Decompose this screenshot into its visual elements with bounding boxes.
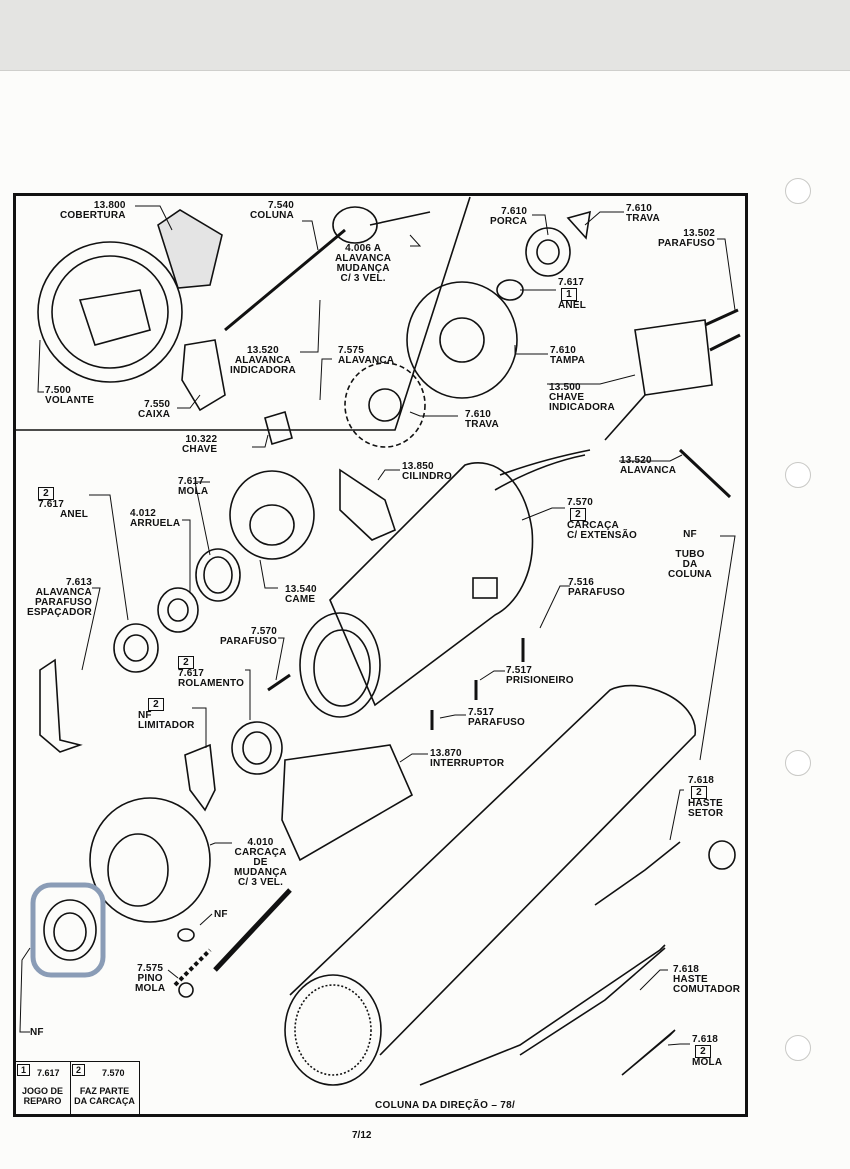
diagram-title: COLUNA DA DIREÇÃO – 78/	[375, 1100, 516, 1111]
steering-wheel-shape	[37, 241, 183, 383]
diagram-frame	[13, 193, 748, 1117]
binder-hole	[785, 462, 811, 488]
page-top-edge	[0, 0, 850, 71]
part-label-nf-bottom: NF	[30, 1027, 44, 1038]
legend-number: 1	[17, 1064, 30, 1076]
legend-code: 7.570	[102, 1068, 125, 1078]
inset-divider	[16, 196, 471, 431]
cover-shape	[157, 209, 223, 289]
page-number: 7/12	[352, 1130, 372, 1141]
legend-code: 7.617	[37, 1068, 60, 1078]
part-label-nf-small: NF	[214, 909, 228, 920]
binder-hole	[785, 178, 811, 204]
highlight-box	[30, 882, 106, 978]
binder-hole	[785, 750, 811, 776]
legend-number: 2	[72, 1064, 85, 1076]
binder-hole	[785, 1035, 811, 1061]
